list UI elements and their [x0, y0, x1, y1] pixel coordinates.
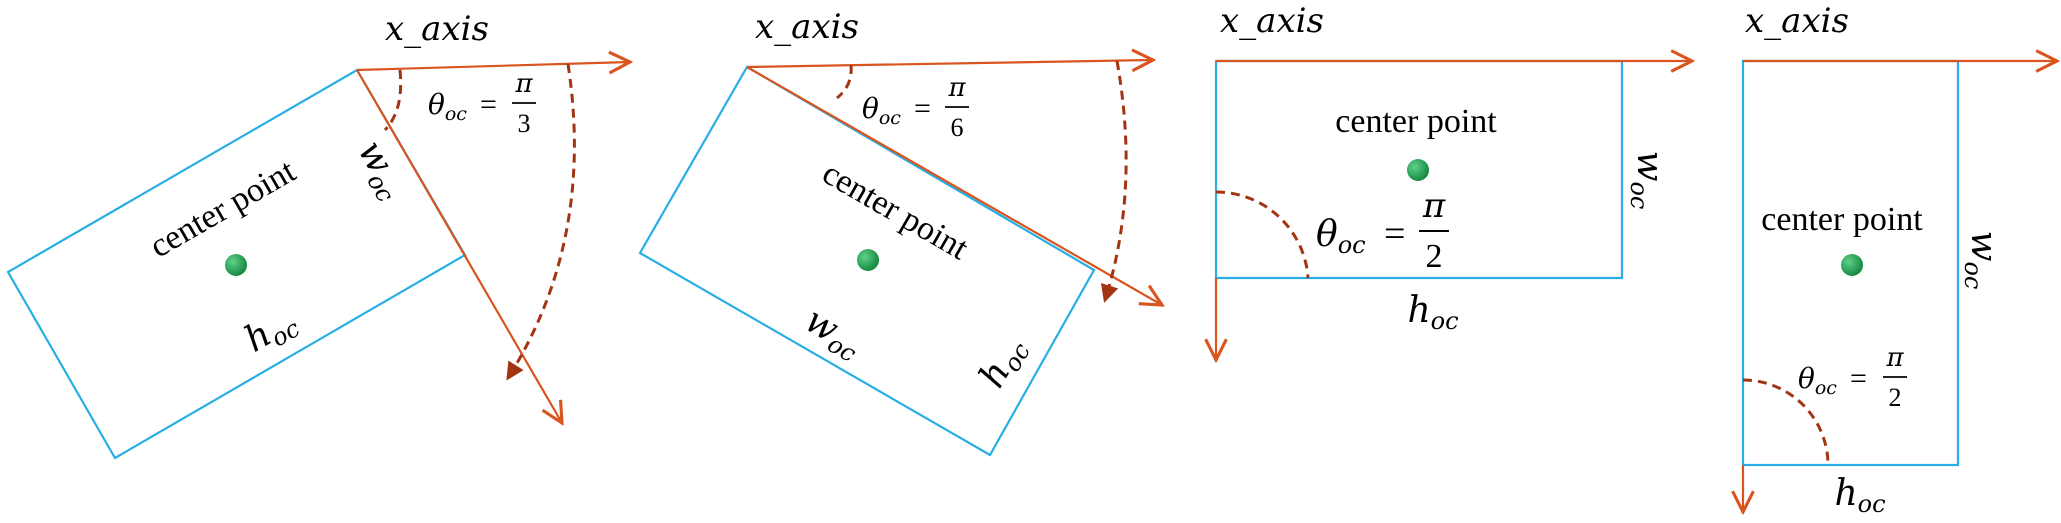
- panel-4-theta: θ: [1798, 362, 1815, 395]
- panel-3-h-letter: h: [1407, 290, 1430, 331]
- panel-4-w-letter: w: [1963, 231, 2004, 262]
- panel-2-equals: =: [914, 92, 931, 125]
- panel-2-theta-subscript: oc: [879, 107, 901, 129]
- panel-4-angle-arc: [1742, 378, 1830, 466]
- panel-2-box: [638, 65, 1096, 457]
- panel-4-h-letter: h: [1834, 473, 1857, 514]
- panel-3-theta-subscript: oc: [1338, 231, 1366, 259]
- panel-1-large-angle-arc: [506, 63, 576, 381]
- panel-1-theta: θ: [428, 88, 445, 121]
- panel-1-numerator: π: [514, 69, 533, 99]
- panel-4-angle-formula: θoc = π 2: [1798, 343, 1907, 412]
- panel-1-equals: =: [480, 88, 497, 121]
- panel-3-w-letter: w: [1629, 151, 1670, 182]
- panel-3-angle-arc: [1215, 190, 1310, 279]
- panel-3-width-label: woc: [1625, 151, 1670, 210]
- svg-text:θoc: θoc: [1316, 214, 1366, 259]
- panel-2-numerator: π: [947, 73, 966, 103]
- svg-text:woc: woc: [346, 134, 414, 207]
- panel-2-width-label: woc: [796, 300, 869, 368]
- panel-3-center-point-label: center point: [1335, 103, 1497, 140]
- panel-2-angle-formula: θoc = π 6: [862, 73, 969, 142]
- panel-4-center-point-dot: [1841, 254, 1863, 276]
- panel-3: x_axis center point woc hoc θoc = π 2: [1216, 1, 1692, 360]
- panel-3-w-subscript: oc: [1625, 181, 1653, 209]
- panel-2-x-axis-arrow: [746, 60, 1153, 67]
- panel-4-center-point-label: center point: [1761, 201, 1923, 238]
- panel-4-numerator: π: [1885, 343, 1904, 373]
- panel-4-width-label: woc: [1959, 231, 2004, 290]
- panel-2-theta: θ: [862, 92, 879, 125]
- svg-text:θoc: θoc: [1798, 362, 1837, 399]
- svg-text:hoc: hoc: [972, 330, 1037, 397]
- panel-3-x-axis-label: x_axis: [1220, 1, 1324, 41]
- panel-1-x-axis-label: x_axis: [385, 9, 489, 49]
- panel-3-numerator: π: [1422, 186, 1446, 226]
- panel-2-denominator: 6: [951, 113, 964, 142]
- panel-1: x_axis center point woc hoc θoc = π 3: [6, 9, 630, 460]
- panel-4-w-subscript: oc: [1959, 261, 1987, 289]
- panel-2-large-angle-arc: [1100, 60, 1128, 303]
- svg-text:woc: woc: [796, 300, 869, 368]
- panel-2: x_axis center point woc hoc θoc = π 6: [638, 7, 1162, 457]
- svg-text:woc: woc: [1959, 231, 2004, 290]
- panel-3-theta: θ: [1316, 214, 1338, 255]
- panel-4-height-label: hoc: [1834, 473, 1885, 518]
- panel-2-center-point-label: center point: [816, 155, 975, 268]
- panel-1-small-angle-arc: [383, 69, 403, 132]
- panel-3-equals: =: [1384, 213, 1405, 255]
- panel-1-angle-formula: θoc = π 3: [428, 69, 536, 138]
- panel-4-theta-subscript: oc: [1815, 377, 1837, 399]
- svg-text:θoc: θoc: [862, 92, 901, 129]
- panel-3-h-subscript: oc: [1431, 307, 1459, 335]
- panel-1-y-axis-arrow: [356, 69, 562, 423]
- panel-3-angle-formula: θoc = π 2: [1316, 186, 1449, 275]
- panel-4-equals: =: [1850, 362, 1867, 395]
- panel-1-center-point-dot: [225, 254, 247, 276]
- panel-3-height-label: hoc: [1407, 290, 1458, 335]
- panel-2-small-angle-arc: [836, 64, 853, 100]
- panel-1-denominator: 3: [518, 109, 531, 138]
- panel-2-center-point-dot: [857, 249, 879, 271]
- panel-2-y-axis-arrow: [746, 66, 1162, 305]
- panel-3-denominator: 2: [1426, 238, 1443, 275]
- svg-text:θoc: θoc: [428, 88, 467, 125]
- panel-4-h-subscript: oc: [1858, 490, 1886, 518]
- svg-text:woc: woc: [1625, 151, 1670, 210]
- panel-1-x-axis-arrow: [356, 62, 630, 70]
- panel-3-center-point-dot: [1407, 159, 1429, 181]
- panel-4: x_axis center point woc hoc θoc = π 2: [1743, 1, 2057, 518]
- panel-2-height-label: hoc: [972, 330, 1037, 397]
- panel-2-x-axis-label: x_axis: [755, 7, 859, 47]
- panel-1-center-point-label: center point: [144, 152, 303, 265]
- panel-1-width-label: woc: [346, 134, 414, 207]
- panel-4-x-axis-label: x_axis: [1745, 1, 1849, 41]
- panel-1-theta-subscript: oc: [445, 103, 467, 125]
- panel-4-denominator: 2: [1889, 383, 1902, 412]
